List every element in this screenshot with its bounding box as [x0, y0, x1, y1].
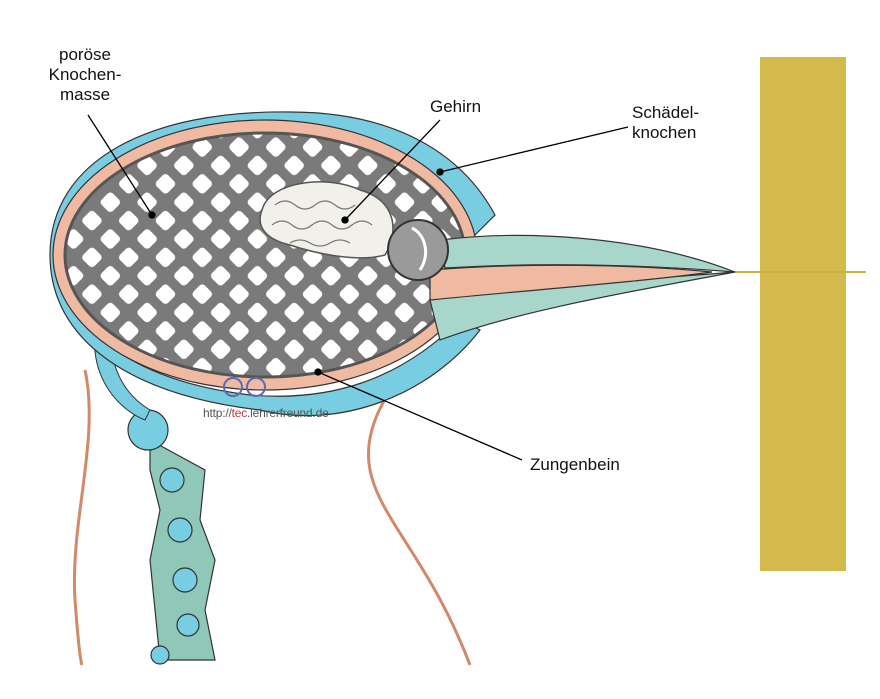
watermark-highlight: tec [231, 406, 248, 420]
wooden-post [760, 57, 846, 571]
label-line: knochen [632, 123, 697, 142]
label-line: masse [59, 85, 111, 104]
leader-lines [87, 114, 629, 461]
watermark-url: http://tec.lehrerfreund.de [203, 406, 329, 420]
neck-outline-left [72, 369, 91, 666]
label-porous-bone: poröse Knochen- masse [30, 45, 140, 105]
label-line: Schädel- [632, 103, 700, 122]
spine [127, 409, 216, 665]
label-brain: Gehirn [430, 97, 482, 116]
label-hyoid: Zungenbein [530, 455, 620, 474]
watermark-suffix: .lehrerfreund.de [247, 406, 329, 420]
label-line: poröse [59, 45, 111, 64]
watermark-prefix: http:// [203, 406, 232, 420]
tongue-bone [429, 264, 713, 301]
label-line: Knochen- [48, 65, 122, 84]
eye [387, 219, 449, 281]
label-skull-bone: Schädel- knochen [632, 103, 699, 143]
watermark-logo [223, 377, 266, 397]
